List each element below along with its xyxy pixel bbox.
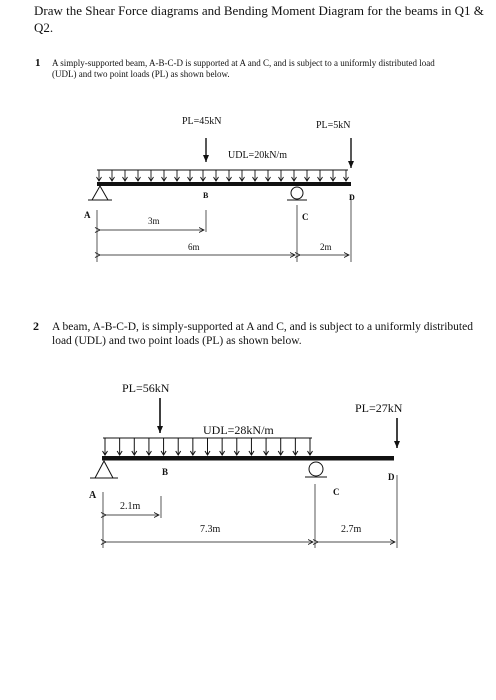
q1-dim-label-6m: 6m: [188, 242, 200, 252]
q2-roller-support-c: [305, 461, 327, 478]
q1-dim-label-2m: 2m: [320, 242, 332, 252]
q1-description: A simply-supported beam, A-B-C-D is supp…: [52, 58, 435, 79]
q2-udl-label: UDL=28kN/m: [203, 423, 274, 437]
q2-pin-support-a: [90, 459, 118, 479]
q2-label-b: B: [162, 467, 168, 477]
q2-label-a: A: [89, 490, 97, 501]
q2-label-d: D: [388, 472, 395, 482]
q2-point-load-1-label: PL=56kN: [122, 381, 170, 395]
q1-number: 1: [35, 57, 41, 69]
q1-point-load-2-label: PL=5kN: [316, 120, 351, 131]
q2-udl-arrows: [102, 437, 313, 456]
q2-beam-diagram: PL=56kN PL=27kN UDL=28kN/m A B C D 2.1m …: [89, 381, 403, 548]
q1-label-d: D: [349, 193, 355, 202]
q2-dim-label-7-3m: 7.3m: [200, 524, 221, 535]
assignment-heading: Draw the Shear Force diagrams and Bendin…: [34, 3, 484, 35]
q1-label-b: B: [203, 191, 209, 200]
q1-beam-diagram: PL=45kN PL=5kN UDL=20kN/m A B C D 3m 6m …: [84, 116, 355, 262]
q1-udl-arrows: [96, 169, 349, 182]
q1-roller-support-c: [287, 186, 307, 201]
q1-beam: [97, 182, 351, 186]
q2-dim-label-2-7m: 2.7m: [341, 524, 362, 535]
q1-udl-label: UDL=20kN/m: [228, 150, 287, 161]
q1-label-c: C: [302, 212, 309, 222]
q2-description: A beam, A-B-C-D, is simply-supported at …: [52, 321, 473, 347]
q2-point-load-2-label: PL=27kN: [355, 401, 403, 415]
q2-label-c: C: [333, 487, 340, 497]
q1-point-load-1-label: PL=45kN: [182, 116, 222, 127]
q1-dim-label-3m: 3m: [148, 216, 160, 226]
q1-pin-support-a: [88, 184, 112, 201]
q2-beam: [102, 456, 394, 461]
q2-dim-label-2-1m: 2.1m: [120, 501, 141, 512]
q1-label-a: A: [84, 210, 91, 220]
q2-number: 2: [33, 319, 39, 333]
